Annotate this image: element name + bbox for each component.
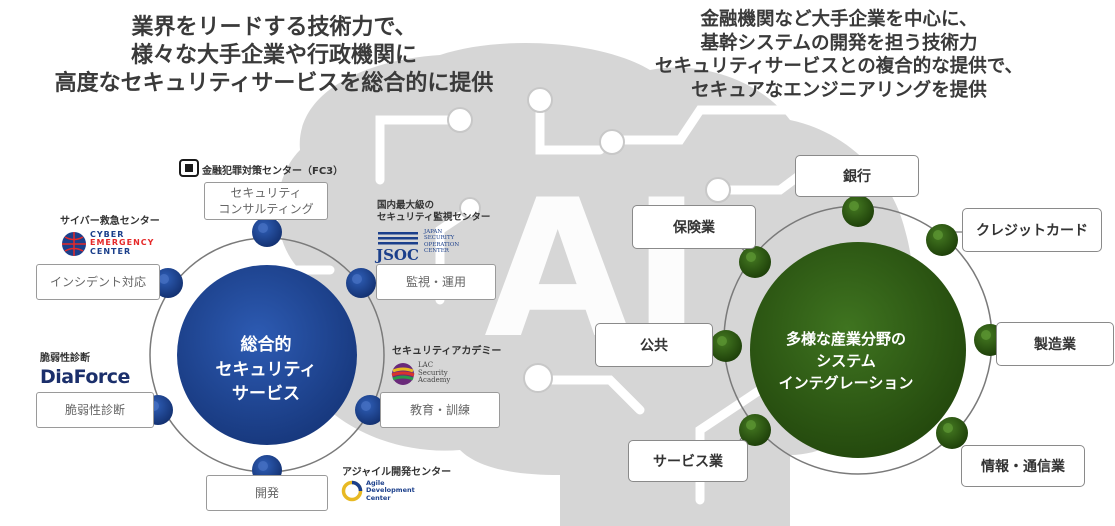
academy-logo-line: Security: [418, 368, 448, 377]
right-node-insurance: [739, 246, 771, 278]
right-node-public: [710, 330, 742, 362]
right-headline-line: 金融機関など大手企業を中心に、: [700, 9, 978, 30]
left-headline-line: 高度なセキュリティサービスを総合的に提供: [54, 71, 494, 97]
service-label: 脆弱性診断: [64, 402, 125, 417]
industry-box-public: 公共: [595, 323, 713, 367]
right-center-line: システム: [816, 352, 876, 371]
service-box-assessment: 脆弱性診断: [36, 392, 154, 428]
left-node-top: [252, 217, 282, 247]
cyber-logo-line: EMERGENCY: [90, 238, 155, 248]
cyber-caption: サイバー救急センター: [60, 216, 160, 227]
industry-box-services: サービス業: [628, 440, 748, 482]
jsoc-caption: 国内最大級の セキュリティ監視センター: [377, 200, 490, 224]
agile-logo-line: Center: [366, 493, 391, 502]
academy-logo-text: LAC Security Academy: [418, 361, 451, 385]
agile-caption: アジャイル開発センター: [342, 467, 452, 478]
circuit-line-7: [535, 375, 645, 415]
circuit-node-6: [459, 197, 481, 219]
circuit-node-4: [705, 177, 731, 203]
diaforce-caption: 脆弱性診断: [40, 353, 90, 364]
service-label: セキュリティ: [230, 185, 302, 200]
service-box-education: 教育・訓練: [380, 392, 500, 428]
agile-logo-text: Agile Development Center: [366, 479, 415, 502]
service-box-consulting: セキュリティ コンサルティング: [204, 182, 328, 220]
circuit-node-3: [599, 129, 625, 155]
industry-label: クレジットカード: [976, 223, 1088, 239]
left-headline: 業界をリードする技術力で、 様々な大手企業や行政機関に 高度なセキュリティサービ…: [0, 14, 548, 98]
left-center-line: サービス: [232, 384, 300, 405]
service-box-incident: インシデント対応: [36, 264, 160, 300]
jsoc-logo-stripes: [378, 232, 418, 245]
jsoc-caption-line: セキュリティ監視センター: [377, 211, 491, 223]
service-box-development: 開発: [206, 475, 328, 511]
fc3-label: 金融犯罪対策センター（FC3）: [202, 166, 344, 177]
left-center-line: セキュリティ: [215, 359, 317, 380]
right-center-line: インテグレーション: [778, 373, 914, 392]
jsoc-logo-text: JSOC: [376, 246, 419, 264]
jsoc-sub-line: OPERATION: [424, 241, 460, 248]
right-center-line: 多様な産業分野の: [785, 330, 906, 349]
industry-box-manufacturing: 製造業: [996, 322, 1114, 366]
left-center-circle: [177, 265, 357, 445]
service-label: 監視・運用: [405, 274, 466, 289]
cyber-logo-text: CYBER EMERGENCY CENTER: [90, 230, 155, 256]
right-headline-line: 基幹システムの開発を担う技術力: [700, 32, 978, 54]
industry-label: サービス業: [653, 454, 723, 470]
right-node-bank: [842, 195, 874, 227]
cyber-logo-line: CENTER: [90, 246, 132, 256]
service-label: 開発: [254, 485, 279, 500]
left-center-label: 総合的 セキュリティ サービス: [176, 290, 356, 450]
left-headline-line: 様々な大手企業や行政機関に: [130, 43, 417, 69]
agile-logo: [341, 480, 363, 502]
circuit-line-3: [615, 105, 805, 145]
industry-label: 保険業: [673, 220, 715, 236]
academy-caption: セキュリティアカデミー: [392, 346, 502, 357]
right-headline: 金融機関など大手企業を中心に、 基幹システムの開発を担う技術力 セキュリティサー…: [568, 8, 1110, 103]
right-headline-line: セキュアなエンジニアリングを提供: [691, 80, 987, 102]
industry-box-telecom: 情報・通信業: [961, 445, 1085, 487]
industry-label: 銀行: [843, 169, 871, 185]
industry-box-insurance: 保険業: [632, 205, 756, 249]
jsoc-sub-line: SECURITY: [424, 235, 455, 242]
service-label: インシデント対応: [49, 274, 146, 289]
jsoc-logo-sub: JAPAN SECURITY OPERATION CENTER: [424, 229, 459, 254]
industry-box-credit: クレジットカード: [962, 208, 1102, 252]
industry-label: 公共: [640, 338, 668, 354]
jsoc-sub-line: JAPAN: [424, 229, 443, 235]
jsoc-sub-line: CENTER: [424, 247, 449, 254]
circuit-node-2: [527, 87, 553, 113]
industry-label: 製造業: [1034, 337, 1076, 353]
agile-logo-line: Development: [366, 486, 415, 495]
left-headline-line: 業界をリードする技術力で、: [131, 15, 417, 40]
academy-logo-line: Academy: [418, 376, 451, 385]
cyber-emergency-logo: [62, 232, 86, 256]
right-headline-line: セキュリティサービスとの複合的な提供で、: [655, 56, 1023, 78]
service-box-monitoring: 監視・運用: [376, 264, 496, 300]
left-center-line: 総合的: [240, 335, 292, 356]
diaforce-logo-text: DiaForce: [40, 366, 130, 388]
fc3-logo: [179, 159, 199, 177]
academy-logo: [391, 363, 415, 385]
agile-logo-line: Agile: [366, 479, 385, 487]
service-label: コンサルティング: [218, 202, 314, 216]
jsoc-caption-line: 国内最大級の: [377, 200, 435, 211]
industry-box-bank: 銀行: [795, 155, 919, 197]
industry-label: 情報・通信業: [981, 459, 1065, 475]
circuit-node-1: [447, 107, 473, 133]
right-center-label: 多様な産業分野の システム インテグレーション: [746, 282, 946, 442]
service-label: 教育・訓練: [409, 402, 470, 417]
right-node-credit: [926, 224, 958, 256]
academy-logo-line: LAC: [418, 361, 434, 369]
right-center-circle: [750, 242, 966, 458]
circuit-line-1: [375, 115, 465, 185]
circuit-line-4: [715, 170, 805, 195]
circuit-node-5: [523, 363, 553, 393]
circuit-line-2: [535, 95, 605, 155]
cyber-logo-line: CYBER: [90, 230, 125, 239]
